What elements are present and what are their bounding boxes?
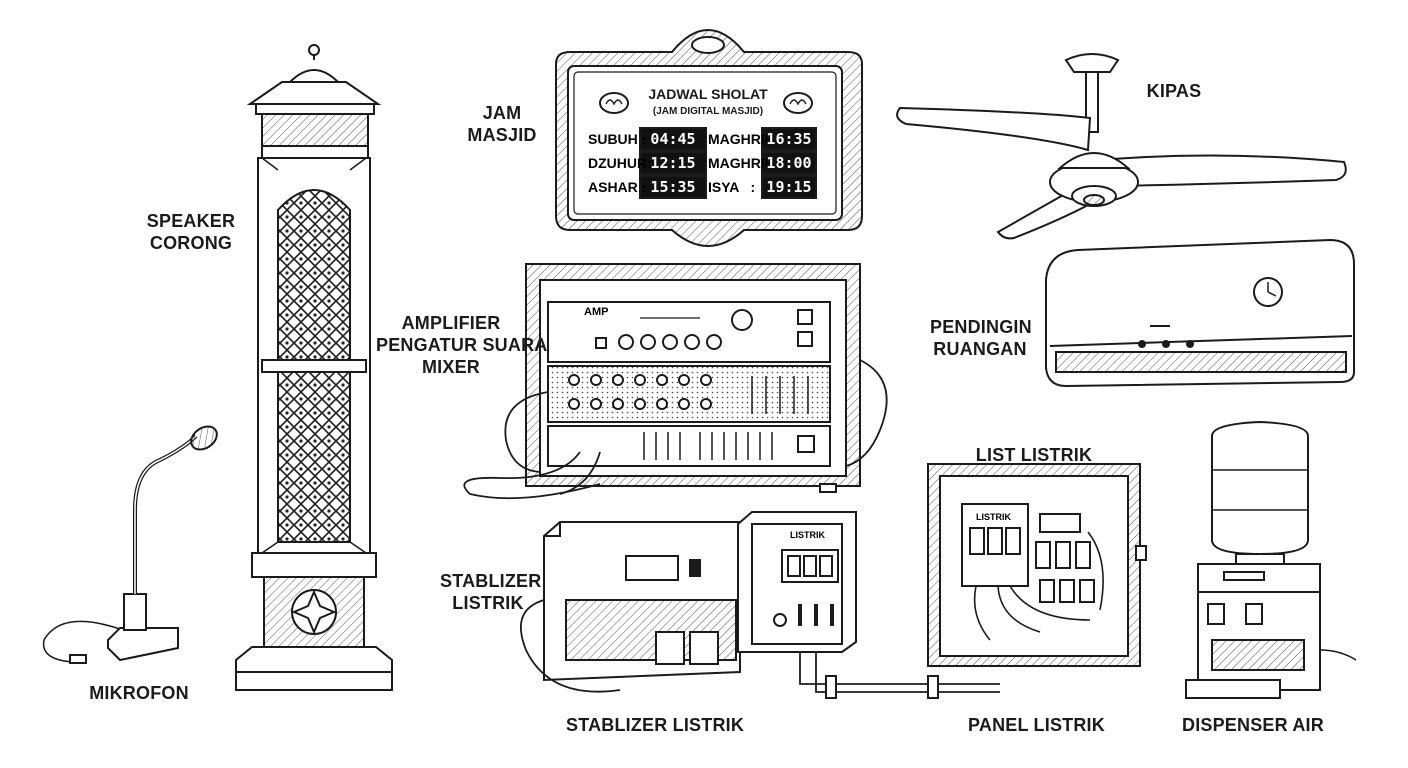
prayer-time-left: 12:15: [650, 154, 696, 172]
speaker-corong: [235, 44, 393, 691]
prayer-name-left: DZUHUR:: [588, 155, 652, 171]
prayer-name-right: MAGHRIB:: [708, 131, 780, 147]
label-stabilizer-bottom: STABLIZER LISTRIK: [566, 715, 745, 735]
clock-subtitle: (JAM DIGITAL MASJID): [652, 106, 764, 117]
prayer-name-left: ASHAR :: [588, 179, 647, 195]
clock-title: JADWAL SHOLAT: [648, 86, 768, 102]
prayer-time-right: 18:00: [766, 154, 812, 172]
pendingin-ruangan: [1045, 238, 1355, 388]
prayer-name-right: MAGHRIB:: [708, 155, 780, 171]
jam-masjid-frame: [555, 28, 863, 248]
prayer-time-left: 04:45: [650, 130, 696, 148]
amp-brand: AMP: [584, 306, 609, 318]
label-dispenser-air: DISPENSER AIR: [1182, 715, 1324, 735]
prayer-name-left: SUBUH :: [588, 131, 647, 147]
listrik-box: [737, 511, 1000, 699]
prayer-name-right: ISYA :: [708, 179, 756, 195]
prayer-time-right: 16:35: [766, 130, 812, 148]
label-mikrofon: MIKROFON: [89, 683, 189, 703]
label-panel-listrik: PANEL LISTRIK: [968, 715, 1105, 735]
dispenser-air: [1185, 420, 1357, 699]
label-kipas: KIPAS: [1146, 81, 1202, 101]
panel-breaker-label: LISTRIK: [976, 512, 1011, 522]
panel-listrik: [927, 463, 1147, 667]
amplifier-rack: [463, 263, 888, 500]
stabilizer-box-label: LISTRIK: [790, 530, 825, 540]
prayer-time-left: 15:35: [650, 178, 696, 196]
mikrofon: [42, 425, 218, 664]
prayer-time-right: 19:15: [766, 178, 812, 196]
kipas: [896, 53, 1347, 240]
stabilizer-unit: [519, 521, 741, 693]
label-list-listrik: LIST LISTRIK: [975, 445, 1093, 465]
